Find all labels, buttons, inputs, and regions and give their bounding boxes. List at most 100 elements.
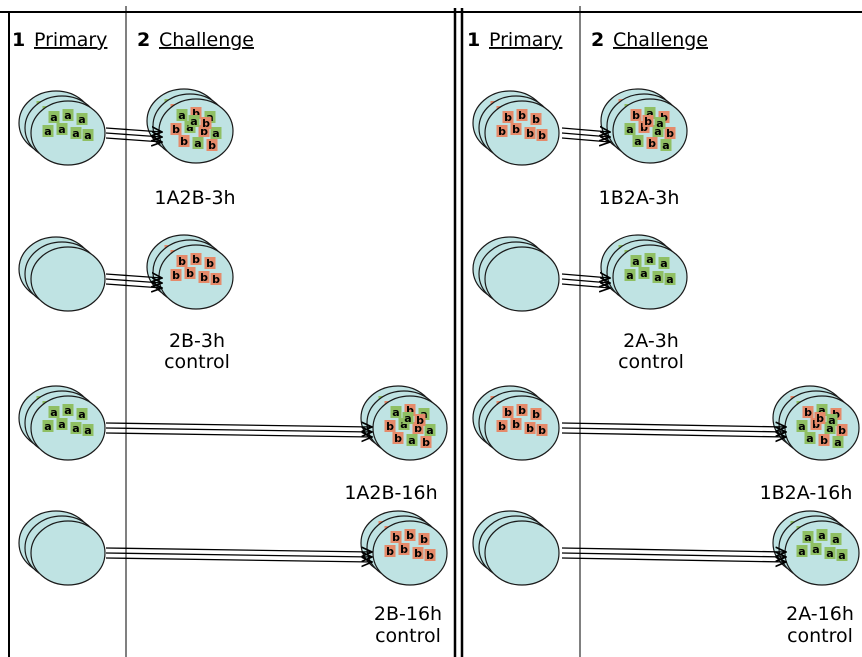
tile bbox=[62, 109, 74, 121]
tile bbox=[510, 123, 522, 135]
tile bbox=[170, 123, 182, 135]
tile-letter: b bbox=[386, 545, 394, 558]
tile-letter: b bbox=[200, 125, 208, 138]
tile bbox=[190, 107, 202, 119]
tile bbox=[624, 123, 636, 135]
tile-letter: a bbox=[72, 127, 79, 140]
challenge-heading: Challenge bbox=[613, 29, 708, 51]
challenge-heading: Challenge bbox=[159, 29, 254, 51]
tile bbox=[48, 111, 60, 123]
tile bbox=[802, 531, 814, 543]
culture-plate bbox=[30, 520, 106, 586]
tile bbox=[536, 424, 548, 436]
tile bbox=[62, 404, 74, 416]
row-labels: 1A2B-3h 2B-3h control 1A2B-16h 2B-16h co… bbox=[154, 187, 853, 647]
tile-letter: a bbox=[194, 137, 201, 150]
frame bbox=[0, 6, 862, 657]
transfer-arrows bbox=[105, 274, 162, 288]
tile bbox=[184, 267, 196, 279]
tile-letter: b bbox=[512, 123, 520, 136]
primary-plate-stack bbox=[18, 510, 106, 586]
tile bbox=[802, 406, 814, 418]
condition-label: 2B-3h bbox=[169, 330, 225, 352]
challenge-plate-stack: aaaaaaaaaaaaa bbox=[772, 510, 860, 586]
tile bbox=[82, 129, 94, 141]
tile-letter: a bbox=[400, 418, 407, 431]
tile bbox=[420, 436, 432, 448]
tile bbox=[796, 545, 808, 557]
tile-letter: b bbox=[414, 547, 422, 560]
tile bbox=[824, 422, 836, 434]
tile-letter: b bbox=[186, 267, 194, 280]
tile bbox=[390, 531, 402, 543]
tile bbox=[638, 267, 650, 279]
tile bbox=[644, 107, 656, 119]
tile-letter: a bbox=[632, 255, 639, 268]
arrow bbox=[561, 423, 786, 427]
tile-letter: a bbox=[812, 543, 819, 556]
tile-letter: a bbox=[78, 113, 85, 126]
transfer-arrows bbox=[561, 423, 786, 437]
panel-header-right: 1 Primary 2 Challenge bbox=[467, 29, 708, 51]
tile bbox=[836, 424, 848, 436]
tile-letter: a bbox=[178, 109, 185, 122]
primary-heading: Primary bbox=[489, 29, 562, 51]
tile bbox=[632, 135, 644, 147]
culture-plate bbox=[484, 520, 560, 586]
step-2-number: 2 bbox=[591, 29, 604, 51]
tile-letter: b bbox=[518, 109, 526, 122]
tile-letter: a bbox=[44, 420, 51, 433]
tile-letter: a bbox=[186, 121, 193, 134]
tile-letter: b bbox=[416, 414, 424, 427]
tile-letter: b bbox=[532, 113, 540, 126]
tile bbox=[796, 420, 808, 432]
tile-letter: a bbox=[834, 436, 841, 449]
primary-heading: Primary bbox=[34, 29, 107, 51]
tile bbox=[48, 406, 60, 418]
challenge-plate-stack: bababababababababa bbox=[600, 88, 688, 164]
tile bbox=[652, 271, 664, 283]
tile-letter: b bbox=[526, 127, 534, 140]
condition-sublabel: control bbox=[375, 625, 441, 647]
tile-letter: b bbox=[426, 549, 434, 562]
tile bbox=[82, 424, 94, 436]
tile-letter: b bbox=[200, 271, 208, 284]
tile bbox=[660, 139, 672, 151]
tile-letter: a bbox=[78, 408, 85, 421]
tile bbox=[496, 420, 508, 432]
tile bbox=[646, 137, 658, 149]
culture-plate bbox=[30, 246, 106, 312]
tile-letter: b bbox=[172, 123, 180, 136]
tile bbox=[830, 533, 842, 545]
tile-letter: b bbox=[414, 422, 422, 435]
tile bbox=[170, 269, 182, 281]
tile-letter: b bbox=[498, 125, 506, 138]
tile bbox=[210, 273, 222, 285]
tile-letter: a bbox=[654, 271, 661, 284]
tile-letter: b bbox=[538, 424, 546, 437]
tile-letter: b bbox=[644, 115, 652, 128]
tile-letter: b bbox=[512, 418, 520, 431]
arrow bbox=[561, 279, 610, 283]
tile-letter: a bbox=[798, 420, 805, 433]
tile-letter: b bbox=[394, 432, 402, 445]
tile bbox=[630, 109, 642, 121]
tile bbox=[818, 434, 830, 446]
tile-letter: a bbox=[58, 123, 65, 136]
tile-letter: a bbox=[50, 111, 57, 124]
tile bbox=[516, 404, 528, 416]
tile bbox=[824, 547, 836, 559]
tile bbox=[418, 533, 430, 545]
tile-letter: b bbox=[386, 420, 394, 433]
transfer-arrows bbox=[561, 548, 786, 562]
challenge-plate-stack: ababababababababab bbox=[360, 385, 448, 461]
tile-letter: a bbox=[426, 424, 433, 437]
arrow bbox=[561, 548, 786, 552]
tile-letter: a bbox=[72, 422, 79, 435]
tile bbox=[652, 125, 664, 137]
tile-letter: b bbox=[838, 424, 846, 437]
tile bbox=[424, 424, 436, 436]
culture-plate bbox=[484, 246, 560, 312]
tile-letter: b bbox=[400, 543, 408, 556]
